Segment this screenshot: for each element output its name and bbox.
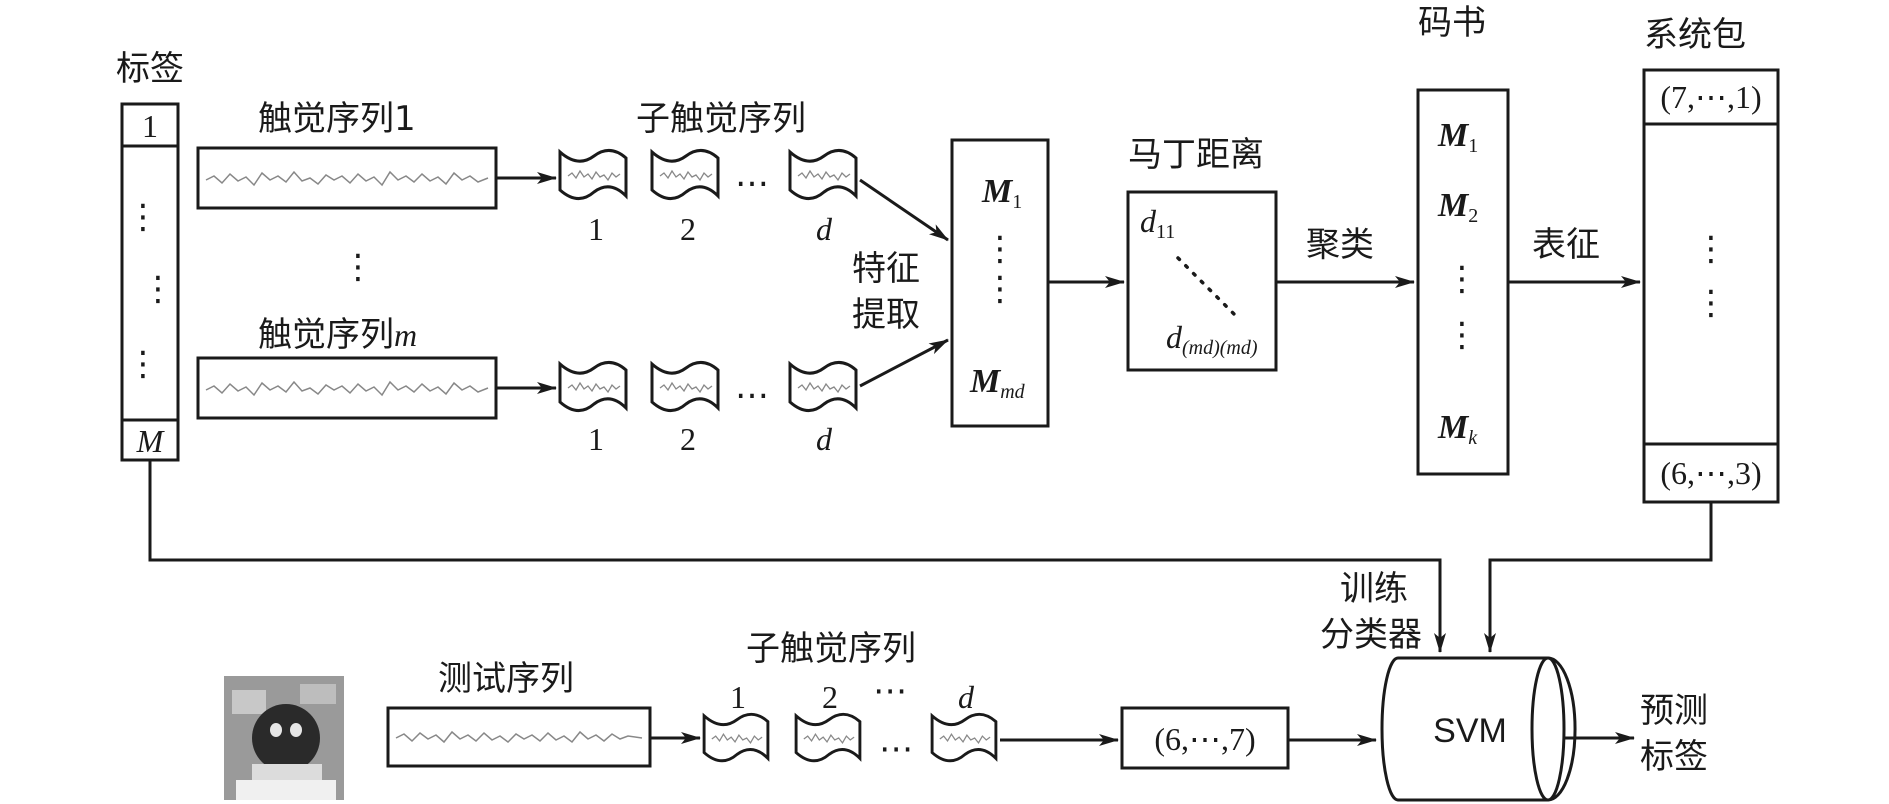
test-sub-index-1: 1	[730, 679, 746, 715]
system-bag-dots-2: ⋮	[1694, 283, 1728, 323]
test-sub-icon-d	[930, 712, 998, 763]
label-column-title: 标签	[116, 49, 184, 89]
label-dots-2: ⋮	[141, 269, 175, 309]
train-classifier-line2: 分类器	[1320, 615, 1422, 655]
toy-icon	[252, 704, 320, 772]
test-sub-sequences-title: 子触觉序列	[746, 629, 916, 669]
sequence-1-label: 触觉序列1	[258, 99, 416, 139]
codebook-box	[1416, 88, 1510, 476]
sub-sequences-bottom: … 1 2 d	[558, 360, 858, 457]
sub-sequence-index-2-bottom: 2	[680, 421, 696, 457]
test-sequence-label: 测试序列	[438, 659, 574, 699]
sub-sequence-icon-1	[558, 148, 628, 201]
system-bag-dots-1: ⋮	[1694, 229, 1728, 269]
distance-last-entry: d(md)(md)	[1166, 319, 1258, 359]
sub-sequence-ellipsis-top: …	[735, 155, 769, 195]
feature-extraction-line2: 提取	[852, 295, 920, 335]
test-sub-ellipsis-top: ⋯	[873, 671, 907, 711]
distance-first-entry: d11	[1140, 203, 1175, 243]
codebook: 码书 M1 M2 ⋮ ⋮ Mk	[1416, 3, 1510, 476]
test-bag-entry: (6,⋯,7)	[1154, 721, 1255, 757]
label-last: M	[136, 423, 166, 459]
test-sub-icon-1	[702, 712, 770, 763]
svm-classifier: SVM	[1380, 656, 1577, 802]
test-sequence-box	[386, 706, 652, 768]
train-classifier-line1: 训练	[1340, 569, 1408, 609]
system-bag: 系统包 (7,⋯,1) ⋮ ⋮ (6,⋯,3)	[1642, 15, 1780, 504]
prediction-line2: 标签	[1640, 737, 1708, 777]
sub-sequence-ellipsis-bottom: …	[735, 367, 769, 407]
test-sequence-signal	[395, 730, 643, 744]
arrow-bag-to-svm	[1484, 502, 1713, 653]
label-first: 1	[142, 108, 158, 144]
test-sub-sequences: 子触觉序列 1 2 ⋯ d ⋯	[702, 629, 998, 769]
distance-diagonal-dots	[1176, 256, 1238, 318]
codebook-dots-1: ⋮	[1445, 259, 1479, 299]
sub-sequence-index-1-bottom: 1	[588, 421, 604, 457]
codebook-m1: M1	[1437, 117, 1478, 157]
sub-sequence-index-2-top: 2	[680, 211, 696, 247]
sub-sequence-icon-2	[650, 148, 720, 201]
label-dots-1: ⋮	[126, 197, 160, 237]
sequences-vertical-dots: ⋮	[341, 247, 375, 287]
feature-matrix-dots-2: ⋮	[983, 269, 1017, 309]
label-column: 标签 1 M ⋮ ⋮ ⋮	[116, 49, 184, 462]
label-dots-3: ⋮	[126, 344, 160, 384]
test-bag-box	[1120, 706, 1290, 770]
arrow-labels-to-svm	[148, 460, 1446, 653]
system-bag-title: 系统包	[1644, 15, 1746, 55]
sequence-1-signal	[205, 170, 489, 187]
svm-cylinder-cap	[1530, 656, 1566, 802]
system-bag-bottom-entry: (6,⋯,3)	[1660, 455, 1761, 491]
feature-matrix-first: M1	[981, 173, 1022, 213]
system-bag-top-entry: (7,⋯,1)	[1660, 79, 1761, 115]
test-sub-index-2: 2	[822, 679, 838, 715]
feature-matrix: M1 ⋮ ⋮ Mmd	[950, 138, 1050, 428]
sequence-m: 触觉序列m	[196, 315, 498, 420]
sub-sequence-icon-d	[788, 148, 858, 201]
representation-label: 表征	[1532, 225, 1600, 265]
sub-sequence-icon-1-bottom	[558, 360, 628, 413]
label-column-box	[120, 102, 180, 462]
feature-matrix-box	[950, 138, 1050, 428]
svm-label: SVM	[1433, 712, 1507, 750]
test-sub-index-d: d	[958, 679, 975, 715]
sequence-m-signal	[205, 380, 489, 397]
sub-sequence-icon-d-bottom	[788, 360, 858, 413]
sub-sequence-index-d-bottom: d	[816, 421, 833, 457]
codebook-title: 码书	[1418, 3, 1486, 43]
sub-sequences-top: 子触觉序列 … 1 2 d	[558, 99, 858, 247]
feature-matrix-dots-1: ⋮	[983, 229, 1017, 269]
sub-sequence-index-d-top: d	[816, 211, 833, 247]
system-bag-box	[1642, 68, 1780, 504]
prediction-line1: 预测	[1640, 691, 1708, 731]
feature-extraction-line1: 特征	[852, 249, 920, 289]
martin-distance: 马丁距离 d11 d(md)(md)	[1126, 135, 1278, 372]
sequence-1: 触觉序列1	[196, 99, 498, 210]
test-sub-ellipsis-bottom: ⋯	[879, 729, 913, 769]
codebook-m2: M2	[1437, 187, 1478, 227]
martin-distance-title: 马丁距离	[1128, 135, 1264, 175]
test-sub-icon-2	[794, 712, 862, 763]
feature-matrix-last: Mmd	[969, 363, 1026, 403]
clustering-label: 聚类	[1306, 225, 1374, 265]
codebook-mk: Mk	[1437, 409, 1478, 449]
sequence-m-label: 触觉序列m	[258, 315, 417, 355]
test-sequence: 测试序列	[386, 659, 652, 768]
test-image	[224, 676, 344, 800]
sub-sequence-index-1-top: 1	[588, 211, 604, 247]
arrow-subseq-top-to-features	[859, 178, 949, 242]
arrow-subseq-bottom-to-features	[859, 338, 949, 388]
sub-sequences-title: 子触觉序列	[636, 99, 806, 139]
sub-sequence-icon-2-bottom	[650, 360, 720, 413]
codebook-dots-2: ⋮	[1445, 315, 1479, 355]
